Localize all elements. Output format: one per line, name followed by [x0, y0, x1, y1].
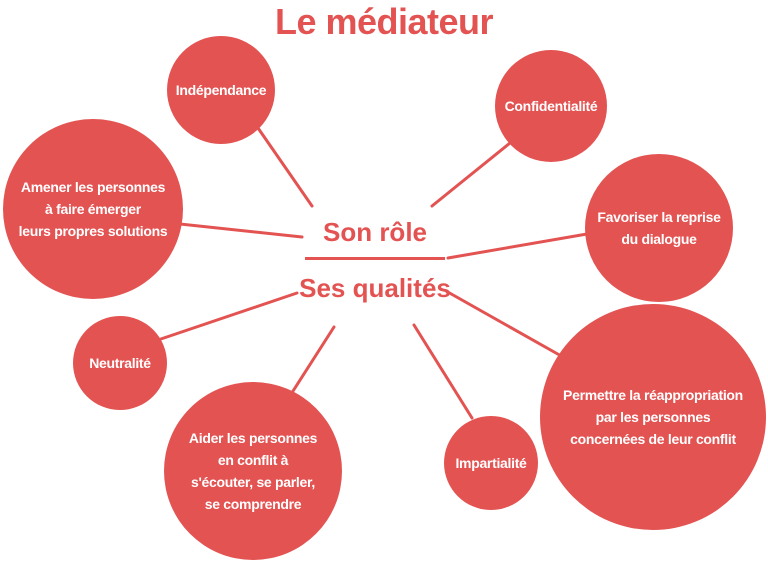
- connector-neutralite: [150, 291, 299, 344]
- node-amener: Amener les personnes à faire émerger leu…: [3, 119, 183, 299]
- connector-independance: [256, 126, 314, 208]
- hub-role-label: Son rôle: [322, 217, 427, 247]
- connector-amener: [178, 222, 304, 239]
- hub-divider: [305, 257, 445, 260]
- node-label: Neutralité: [89, 355, 151, 371]
- node-favoriser: Favoriser la reprise du dialogue: [585, 154, 733, 302]
- node-label: Favoriser la reprise du dialogue: [597, 209, 721, 247]
- node-label: Indépendance: [175, 82, 267, 98]
- node-label: Permettre la réappropriation par les per…: [563, 387, 743, 447]
- page-title: Le médiateur: [274, 1, 494, 42]
- connector-aider: [284, 325, 336, 404]
- node-label: Impartialité: [455, 455, 527, 471]
- node-label: Aider les personnes en conflit à s'écout…: [188, 430, 318, 512]
- connector-favoriser: [446, 232, 589, 260]
- connector-confidentialite: [430, 141, 512, 208]
- node-label: Confidentialité: [504, 98, 598, 114]
- node-permettre: Permettre la réappropriation par les per…: [540, 304, 766, 530]
- connector-permettre: [444, 289, 565, 359]
- hub-qualities-label: Ses qualités: [299, 273, 451, 303]
- node-neutralite: Neutralité: [73, 316, 167, 410]
- node-aider: Aider les personnes en conflit à s'écout…: [164, 382, 342, 560]
- node-impartialite: Impartialité: [444, 416, 538, 510]
- connector-impartialite: [412, 323, 474, 420]
- node-label: Amener les personnes à faire émerger leu…: [18, 179, 168, 239]
- node-independance: Indépendance: [167, 36, 275, 144]
- node-confidentialite: Confidentialité: [495, 50, 607, 162]
